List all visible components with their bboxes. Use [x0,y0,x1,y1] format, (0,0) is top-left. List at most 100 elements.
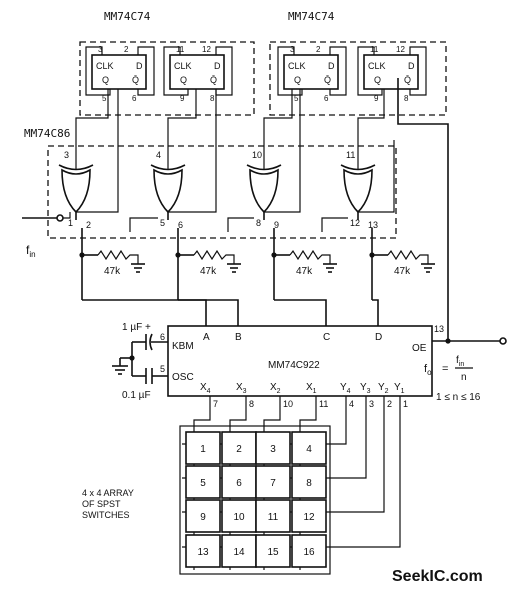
key-label: 7 [270,478,276,489]
key-16[interactable]: 16 [291,534,327,568]
pulldown-3: 47k [271,228,337,326]
key-switch[interactable] [185,534,221,568]
resistor [387,249,429,264]
net-wire [76,89,119,213]
key-switch[interactable] [255,431,291,465]
key-switch[interactable] [221,534,257,568]
ff-q-label: Q [180,75,187,85]
key-6[interactable]: 6 [221,465,257,499]
key-switch[interactable] [185,431,221,465]
ff-pin: 5 [102,94,107,103]
xor-package [47,145,397,239]
kbm-pin: 6 [160,332,165,342]
key-switch[interactable] [255,534,291,568]
resistor-value: 47k [394,266,411,277]
key-switch[interactable] [291,499,327,533]
svg-text:n: n [461,372,467,383]
key-10[interactable]: 10 [221,499,257,533]
cap-1uf-label: 1 µF + [122,322,151,333]
resistor-value: 47k [200,266,217,277]
key-13[interactable]: 13 [185,534,221,568]
key-label: 10 [233,512,245,523]
y-label: Y2 [378,382,389,395]
encoder-input-d: D [375,332,382,343]
x-pin: 8 [249,399,254,409]
svg-text:fo: fo [424,363,432,377]
x-label: X1 [306,382,317,395]
key-switch[interactable] [255,499,291,533]
fo-terminal [499,337,507,345]
key-12[interactable]: 12 [291,499,327,533]
array-caption-1: 4 x 4 ARRAY [82,488,134,498]
key-label: 15 [267,547,279,558]
key-11[interactable]: 11 [255,499,291,533]
key-switch[interactable] [185,465,221,499]
key-15[interactable]: 15 [255,534,291,568]
key-7[interactable]: 7 [255,465,291,499]
key-label: 4 [306,444,312,455]
pulldown-1: 47k [79,228,207,326]
xor-pin: 8 [256,218,261,228]
key-2[interactable]: 2 [221,431,257,465]
ff-package-left [79,41,255,116]
key-5[interactable]: 5 [185,465,221,499]
oe-pin: 13 [434,324,444,334]
ff-q-label: Q [374,75,381,85]
net-wire [75,89,109,170]
flipflop-body [91,54,147,90]
xor-body [153,168,183,214]
keypad-frame [179,425,331,575]
xor-pin: 13 [368,220,378,230]
key-1[interactable]: 1 [185,431,221,465]
y-label: Y4 [340,382,351,395]
oe-junction [445,338,451,344]
key-switch[interactable] [291,465,327,499]
key-switch[interactable] [255,465,291,499]
oe-feedback-wire [397,78,449,341]
ff-pin: 2 [124,45,129,54]
key-4[interactable]: 4 [291,431,327,465]
net-wire [227,217,254,232]
key-switch[interactable] [221,499,257,533]
key-switch[interactable] [291,431,327,465]
flipflop-body [169,54,225,90]
net-wire [357,89,385,170]
cap-01uf-label: 0.1 µF [122,390,151,401]
key-14[interactable]: 14 [221,534,257,568]
xor-body [249,168,279,214]
key-switch[interactable] [291,534,327,568]
fin-terminal [56,214,64,222]
key-label: 11 [268,512,279,523]
key-label: 9 [200,512,206,523]
key-label: 6 [236,478,242,489]
encoder-input-c: C [323,332,330,343]
flipflop-body [283,54,339,90]
key-8[interactable]: 8 [291,465,327,499]
key-3[interactable]: 3 [255,431,291,465]
xor-pin: 1 [68,218,73,228]
key-label: 8 [306,478,312,489]
ff-pin: 12 [396,45,405,54]
encoder-chip [167,325,433,397]
flipflop-body [363,54,419,90]
array-caption-3: SWITCHES [82,510,130,520]
key-switch[interactable] [185,499,221,533]
ff-pin: 6 [324,94,329,103]
key-label: 16 [303,547,315,558]
ff-pin: 9 [374,94,379,103]
encoder-input-wire [178,299,239,326]
key-9[interactable]: 9 [185,499,221,533]
watermark: SeekIC.com [392,568,483,585]
y-pin: 4 [349,399,354,409]
net-wire [167,89,197,170]
ff-pin: 6 [132,94,137,103]
kbm-label: KBM [172,341,194,352]
x-label: X4 [200,382,211,395]
